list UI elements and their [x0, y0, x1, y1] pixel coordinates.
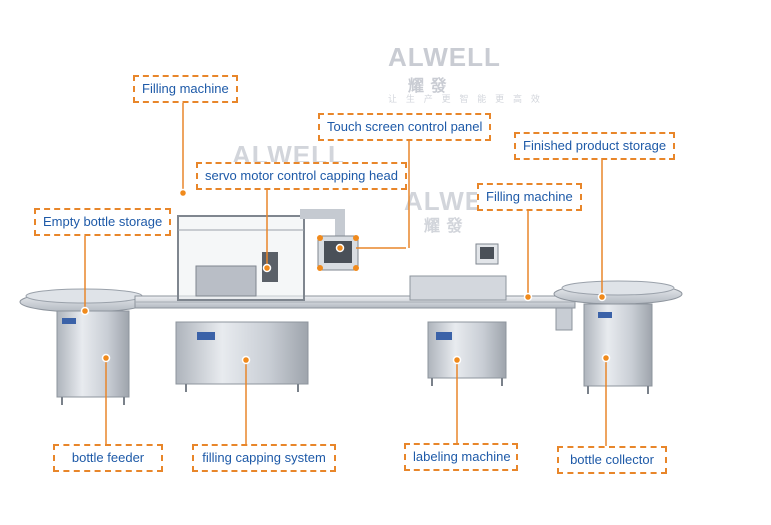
touch-screen-unit	[300, 209, 359, 271]
filling-capping-unit	[175, 215, 309, 392]
label-filling-machine-top: Filling machine	[133, 75, 238, 103]
label-filling-machine-mid: Filling machine	[477, 183, 582, 211]
label-finished-product-storage: Finished product storage	[514, 132, 676, 160]
label-bottle-feeder: bottle feeder	[53, 444, 163, 472]
watermark-brand-cn: 耀 發	[408, 78, 448, 95]
leader-lines	[84, 102, 607, 446]
leader-line-dots	[80, 188, 611, 365]
label-filling-capping-system: filling capping system	[192, 444, 336, 472]
label-bottle-collector: bottle collector	[557, 446, 667, 474]
label-empty-bottle-storage: Empty bottle storage	[34, 208, 172, 236]
labeling-machine-unit	[409, 243, 573, 386]
watermark-brand: ALWELL	[388, 42, 501, 72]
label-labeling-machine: labeling machine	[404, 443, 518, 471]
label-servo-motor-capping-head: servo motor control capping head	[196, 162, 407, 190]
label-touch-screen-control-panel: Touch screen control panel	[318, 113, 492, 141]
bottle-collector-unit	[553, 280, 683, 394]
watermark-brand-cn-2: 耀 發	[424, 218, 464, 235]
bottle-feeder-unit	[19, 288, 149, 405]
watermark-tagline: 让 生 产 更 智 能 更 高 效	[388, 95, 543, 105]
